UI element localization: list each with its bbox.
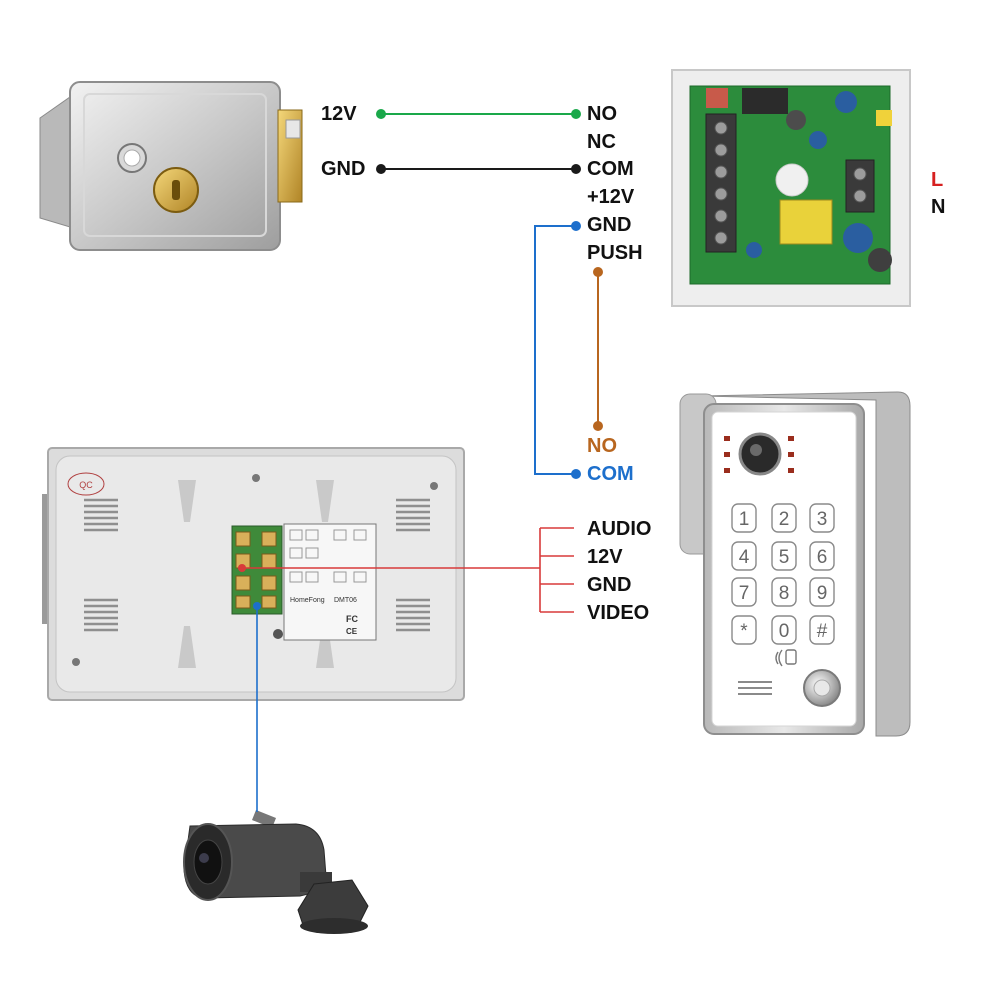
keypad-key[interactable] [731, 541, 757, 571]
wire-dot [376, 164, 386, 174]
panel-audio-label: AUDIO [587, 518, 652, 540]
wire-layer [238, 109, 603, 812]
keypad-key-label: 0 [779, 621, 790, 642]
keypad-key-label: 2 [779, 509, 790, 530]
wire-dot [238, 564, 246, 572]
keypad-key-label: 5 [779, 547, 790, 568]
fc-mark: FC [346, 614, 358, 624]
mains-live-label: L [931, 169, 944, 191]
lock-12v-label: 12V [321, 103, 357, 125]
psu-com-label: COM [587, 158, 634, 180]
keypad-key-label: 6 [817, 547, 828, 568]
pcb-icon [671, 69, 911, 307]
keypad-key[interactable] [809, 615, 835, 645]
wire-dot [571, 221, 581, 231]
keypad: 1 2 3 4 5 6 7 8 9 * 0 # [731, 503, 835, 645]
wire-dot [571, 109, 581, 119]
psu-no-label: NO [587, 103, 617, 125]
psu-push-label: PUSH [587, 242, 643, 264]
psu-12v-label: +12V [587, 186, 635, 208]
wire-dot [376, 109, 386, 119]
keypad-key[interactable] [771, 577, 797, 607]
ce-mark: CE [346, 627, 358, 636]
keypad-key[interactable] [809, 577, 835, 607]
keypad-key-label: 4 [739, 547, 750, 568]
exit-com-label: COM [587, 463, 634, 485]
keypad-key-label: 1 [739, 509, 750, 530]
keypad-key[interactable] [771, 503, 797, 533]
wire-dot [571, 469, 581, 479]
qc-badge-text: QC [79, 480, 93, 490]
qc-badge: QC [67, 472, 105, 496]
exit-no-label: NO [587, 435, 617, 457]
keypad-key-label: 3 [817, 509, 828, 530]
keypad-key-label: * [740, 621, 748, 642]
keypad-key-label: # [817, 621, 828, 642]
wire-gnd-com-blue [534, 225, 576, 475]
wire-dot [571, 164, 581, 174]
keypad-key-label: 7 [739, 583, 750, 604]
rfid-icon [775, 649, 797, 667]
lock-icon [39, 81, 303, 251]
keypad-key[interactable] [809, 541, 835, 571]
doorbell-icon: 1 2 3 4 5 6 7 8 9 * 0 # [679, 391, 911, 737]
keypad-key[interactable] [771, 615, 797, 645]
keypad-key[interactable] [731, 577, 757, 607]
panel-gnd-label: GND [587, 574, 632, 596]
keypad-key[interactable] [771, 541, 797, 571]
keypad-key[interactable] [731, 503, 757, 533]
keypad-key-label: 9 [817, 583, 828, 604]
monitor-brand: HomeFong [290, 597, 325, 604]
wire-dot [253, 602, 261, 610]
wire-dot [593, 421, 603, 431]
monitor-icon: QC HomeFong DMT06 FC CE [42, 447, 465, 701]
psu-nc-label: NC [587, 131, 616, 153]
psu-gnd-label: GND [587, 214, 632, 236]
keypad-key[interactable] [731, 615, 757, 645]
camera-icon [183, 810, 369, 934]
monitor-model: DMT06 [334, 597, 357, 604]
keypad-key-label: 8 [779, 583, 790, 604]
lock-gnd-label: GND [321, 158, 366, 180]
mains-neutral-label: N [931, 196, 946, 218]
panel-12v-label: 12V [587, 546, 623, 568]
keypad-key[interactable] [809, 503, 835, 533]
panel-video-label: VIDEO [587, 602, 650, 624]
wire-dot [593, 267, 603, 277]
